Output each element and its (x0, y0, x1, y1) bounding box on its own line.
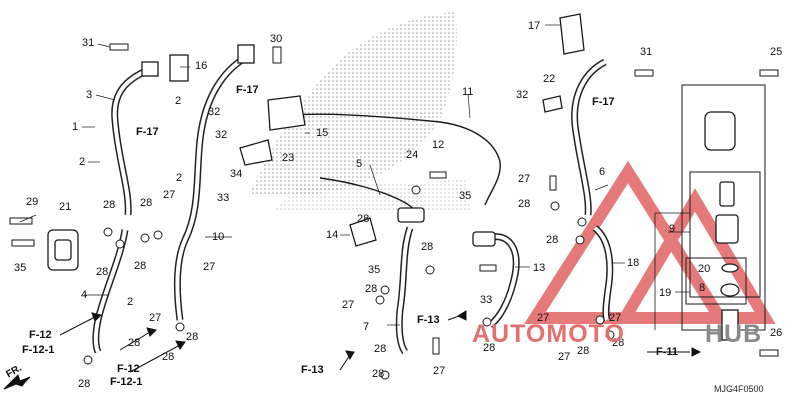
part-label: 24 (406, 149, 419, 161)
reference-arrows (3, 310, 702, 390)
part-label: 2 (176, 172, 183, 184)
part-label: 28 (483, 342, 496, 354)
part-label: 35 (368, 264, 381, 276)
part-label: 28 (577, 345, 590, 357)
part-label: 27 (433, 365, 446, 377)
part-label: 32 (215, 129, 228, 141)
reference-label: F-12 (117, 363, 140, 375)
part-label: 31 (640, 46, 653, 58)
part-label: 32 (516, 89, 529, 101)
reference-label: F-17 (136, 126, 159, 138)
reference-label: F-13 (417, 314, 440, 326)
part-label: 28 (128, 337, 141, 349)
part-label: 1 (72, 121, 79, 133)
part-label: 19 (659, 287, 672, 299)
part-label: 33 (480, 294, 493, 306)
part-label: 6 (599, 166, 606, 178)
reference-label: F-11 (656, 346, 679, 358)
part-label: 31 (82, 37, 95, 49)
part-label: 27 (609, 312, 622, 324)
part-label: 15 (316, 127, 329, 139)
component-drawings (9, 13, 779, 380)
part-label: 27 (518, 173, 531, 185)
watermark-text: AUTOMOTO (472, 320, 625, 348)
diagram-code: MJG4F0500 (714, 384, 764, 394)
part-label: 17 (528, 20, 541, 32)
part-label: 11 (462, 86, 474, 98)
watermark-triangles (524, 160, 776, 324)
part-label: 2 (175, 95, 182, 107)
part-label: 28 (162, 351, 175, 363)
watermark-text: HUB (705, 320, 763, 348)
part-label: 35 (14, 262, 27, 274)
part-label: 2 (79, 156, 86, 168)
part-label: 25 (770, 46, 783, 58)
part-label: 28 (612, 337, 625, 349)
part-label: 28 (186, 331, 199, 343)
part-label: 32 (208, 106, 221, 118)
wing-logo (248, 12, 470, 210)
part-label: 27 (558, 351, 571, 363)
part-label: 20 (698, 263, 711, 275)
part-label: 26 (770, 327, 783, 339)
part-label: 10 (212, 231, 225, 243)
part-label: 28 (357, 213, 370, 225)
reference-label: F-12 (29, 329, 52, 341)
reference-label: F-12-1 (22, 344, 55, 356)
part-label: 21 (59, 201, 72, 213)
part-label: 3 (86, 89, 93, 101)
part-label: 27 (537, 312, 550, 324)
reference-label: F-17 (592, 96, 615, 108)
part-label: 28 (546, 234, 559, 246)
part-label: 27 (203, 261, 216, 273)
part-label: 30 (270, 33, 283, 45)
part-label: 27 (342, 299, 355, 311)
part-label: 8 (699, 282, 706, 294)
part-label: 4 (81, 289, 88, 301)
part-label: 28 (365, 283, 378, 295)
part-label: 22 (543, 73, 556, 85)
part-label: 29 (26, 196, 39, 208)
part-label: 16 (195, 60, 208, 72)
part-label: 28 (374, 343, 387, 355)
part-label: 9 (669, 223, 676, 235)
part-label: 7 (363, 321, 370, 333)
reference-label: F-12-1 (110, 376, 143, 388)
part-label: 28 (518, 198, 531, 210)
part-label: 35 (459, 190, 472, 202)
part-label: 28 (78, 378, 91, 390)
part-label: 12 (432, 139, 445, 151)
part-label: 27 (149, 312, 162, 324)
part-label: 28 (96, 266, 109, 278)
part-label: 28 (140, 197, 153, 209)
part-label: 33 (217, 192, 230, 204)
part-label: 28 (134, 260, 147, 272)
part-label: 28 (372, 368, 385, 380)
part-label: 2 (127, 296, 134, 308)
part-label: 23 (282, 152, 295, 164)
part-label: 18 (627, 257, 640, 269)
reference-label: F-17 (236, 84, 259, 96)
part-label: 28 (421, 241, 434, 253)
part-label: 5 (356, 158, 363, 170)
reference-label: F-13 (301, 364, 324, 376)
part-label: 34 (230, 168, 243, 180)
part-label: 13 (533, 262, 546, 274)
part-label: 28 (103, 199, 116, 211)
part-label: 14 (326, 229, 339, 241)
part-label: 27 (163, 189, 176, 201)
